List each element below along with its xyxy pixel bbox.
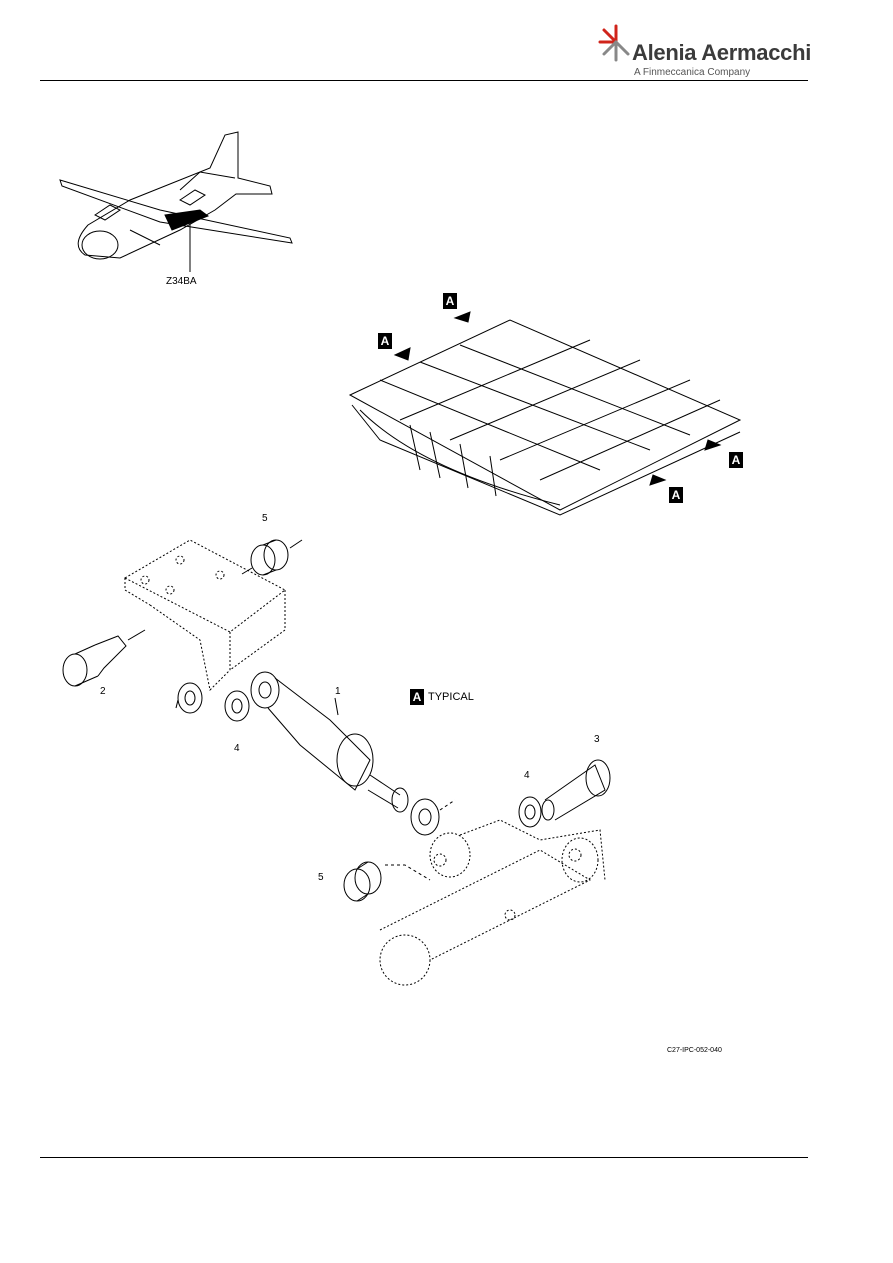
- view-callout-a: A: [378, 333, 392, 349]
- support-bracket: [123, 539, 286, 692]
- washer-item-4-right: [518, 796, 542, 828]
- item-number-3: 3: [594, 734, 600, 745]
- nut-item-5-top: [250, 539, 289, 576]
- figure-id: C27-IPC-052-040: [667, 1047, 722, 1054]
- bolt-item-2: [62, 635, 127, 687]
- bolt-item-3: [541, 759, 611, 821]
- header-rule: [40, 80, 808, 81]
- logo-burst-icon: [598, 24, 630, 62]
- zone-label: Z34BA: [166, 276, 197, 287]
- view-callout-a: A: [669, 487, 683, 503]
- brand-tagline: A Finmeccanica Company: [634, 67, 751, 78]
- floor-panel-assembly: [348, 319, 742, 516]
- item-number-5-top: 5: [262, 513, 268, 524]
- view-callout-a: A: [443, 293, 457, 309]
- item-number-4-right: 4: [524, 770, 530, 781]
- view-note: TYPICAL: [428, 691, 474, 703]
- item-number-1: 1: [335, 686, 341, 697]
- rod-end-eye: [410, 798, 440, 836]
- footer-rule: [40, 1157, 808, 1158]
- nut-item-5-bottom: [343, 861, 382, 902]
- brand-name: Alenia Aermacchi: [632, 40, 812, 65]
- item-number-4-left: 4: [234, 743, 240, 754]
- bushing-left: [175, 682, 203, 714]
- view-callout-a: A: [729, 452, 743, 468]
- item-number-2: 2: [100, 686, 106, 697]
- washer-item-4-left: [224, 690, 250, 722]
- aircraft-locator-icon: [59, 131, 293, 260]
- zone-highlight: [164, 209, 210, 231]
- actuator-item-1: [250, 671, 409, 813]
- view-callout-a-legend: A: [410, 689, 424, 705]
- item-number-5-bottom: 5: [318, 872, 324, 883]
- company-logo: [596, 20, 796, 82]
- support-cylinder: [379, 819, 606, 986]
